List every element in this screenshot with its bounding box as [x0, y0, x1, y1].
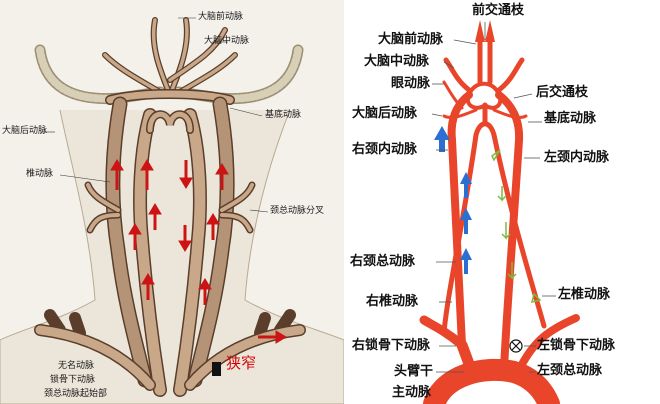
label-brachiocephalic: 头臂干	[394, 364, 434, 379]
right-schematic-panel: 前交通枝 大脑前动脉 大脑中动脉 眼动脉 后交通枝 大脑后动脉 基底动脉 右颈内…	[344, 0, 660, 404]
label-cca-origin: 颈总动脉起始部	[44, 389, 108, 399]
label-aorta: 主动脉	[392, 385, 432, 400]
neck-silhouette	[0, 109, 344, 404]
right-subclavian	[419, 315, 467, 350]
label-carotid-bifurcation: 颈总动脉分叉	[270, 206, 325, 216]
left-artery-illustration	[0, 17, 344, 404]
label-left-subclavian: 左锁骨下动脉	[537, 338, 616, 353]
aorta	[423, 358, 560, 404]
label-right-ica: 右颈内动脉	[352, 142, 418, 157]
label-basilar: 基底动脉	[265, 110, 302, 120]
label-left-ica: 左颈内动脉	[544, 150, 610, 165]
green-flow-arrows	[491, 149, 542, 304]
anterior-cerebral	[477, 37, 493, 85]
label-middle-cerebral: 大脑中动脉	[204, 36, 250, 46]
middle-cerebral	[443, 57, 525, 93]
label-post-communicating: 后交通枝	[536, 85, 589, 100]
label-subclavian: 锁骨下动脉	[50, 375, 96, 385]
ophthalmic	[442, 80, 464, 110]
flow-arrows	[110, 159, 287, 344]
posterior-cerebral	[442, 108, 528, 119]
label-ant-communicating: 前交通枝	[472, 3, 525, 18]
label-right-cca: 右颈总动脉	[350, 254, 416, 269]
label-basilar-r: 基底动脉	[544, 111, 597, 126]
label-posterior-cerebral: 大脑后动脉	[2, 126, 48, 136]
left-vertebral	[491, 132, 547, 329]
label-ophthalmic: 眼动脉	[391, 76, 431, 91]
label-anterior-cerebral: 大脑前动脉	[198, 12, 244, 22]
label-right-subclavian: 右锁骨下动脉	[352, 338, 431, 353]
label-innominate: 无名动脉	[58, 361, 95, 371]
left-illustration-panel: 大脑前动脉 大脑中动脉 基底动脉 大脑后动脉 椎动脉 颈总动脉分叉 狭窄 无名动…	[0, 0, 344, 404]
right-carotid	[447, 91, 473, 349]
blue-flow-arrows	[434, 126, 472, 274]
left-carotid	[495, 91, 524, 374]
label-vertebral: 椎动脉	[26, 169, 54, 179]
label-post-cerebral: 大脑后动脉	[352, 106, 418, 121]
label-left-vertebral: 左椎动脉	[558, 287, 611, 302]
right-vertebral	[441, 132, 479, 335]
label-stenosis: 狭窄	[226, 354, 257, 372]
label-right-vertebral: 右椎动脉	[366, 294, 419, 309]
label-left-cca: 左颈总动脉	[537, 363, 603, 378]
occlusion-marker	[509, 339, 523, 353]
stenosis-marker	[212, 362, 221, 376]
right-artery-schematic	[419, 20, 580, 404]
label-ant-cerebral: 大脑前动脉	[378, 32, 444, 47]
left-subclavian	[515, 314, 580, 374]
label-mid-cerebral: 大脑中动脉	[364, 54, 430, 69]
brachiocephalic-trunk	[456, 339, 478, 378]
basilar	[473, 102, 497, 138]
